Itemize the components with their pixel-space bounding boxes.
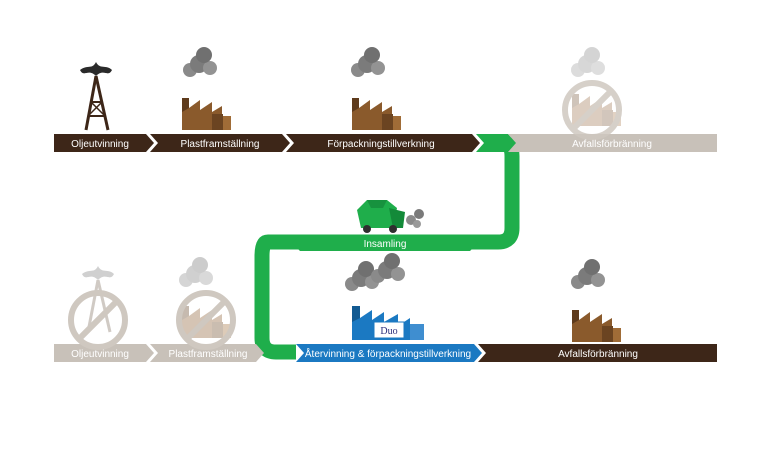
top-step-3-bar [286, 134, 480, 152]
top-step-1-bar [54, 134, 154, 152]
top-step-2-label: Plastframställning [181, 139, 260, 150]
factory-icon [571, 259, 621, 342]
bottom-step-4-bar [478, 344, 717, 362]
recycling-plant-icon: Duo [345, 253, 424, 340]
prohibited-icon [176, 257, 236, 350]
bottom-step-3-bar [296, 344, 482, 362]
factory-icon [182, 47, 231, 130]
top-step-3-label: Förpackningstillverkning [327, 139, 434, 150]
top-step-2-bar [150, 134, 290, 152]
bottom-step-1-bar [54, 344, 154, 362]
top-step-green-bar [476, 134, 516, 152]
bottom-step-2-bar [150, 344, 264, 362]
top-step-1-label: Oljeutvinning [71, 139, 129, 150]
duo-logo-text: Duo [380, 326, 397, 337]
recycling-truck-icon [357, 200, 424, 233]
top-step-4-label: Avfallsförbränning [572, 139, 652, 150]
bottom-step-2-label: Plastframställning [169, 349, 248, 360]
prohibited-icon [562, 47, 622, 140]
bottom-step-3-label: Återvinning & förpackningstillverkning [305, 347, 471, 360]
collection-label: Insamling [364, 239, 407, 250]
bottom-step-1-label: Oljeutvinning [71, 349, 129, 360]
factory-icon [351, 47, 401, 130]
prohibited-icon [68, 266, 128, 350]
top-row-process: Oljeutvinning Plastframställning Förpack… [54, 134, 717, 152]
bottom-row-process: Oljeutvinning Plastframställning Återvin… [54, 344, 717, 362]
oil-derrick-icon [80, 62, 112, 131]
bottom-step-4-label: Avfallsförbränning [558, 349, 638, 360]
top-step-4-bar [508, 134, 717, 152]
collection-bar: Insamling [292, 235, 478, 251]
